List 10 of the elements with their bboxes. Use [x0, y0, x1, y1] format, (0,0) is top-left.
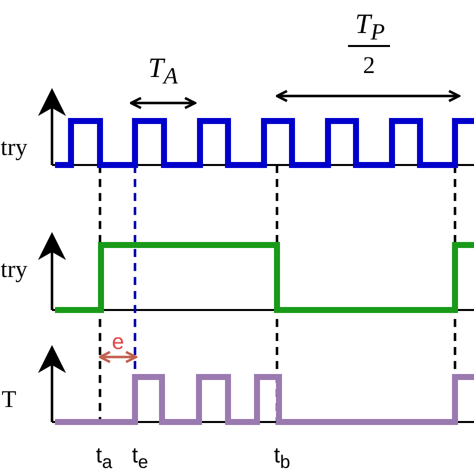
error-label: e — [112, 331, 124, 353]
signal-label: try — [0, 258, 28, 282]
time-label: t$_{e}$ — [132, 444, 148, 472]
period-label: T$_{P}$ — [355, 11, 385, 45]
fraction-denominator: 2 — [363, 54, 375, 78]
signal-label: try — [0, 136, 28, 160]
period-label: T$_{A}$ — [148, 55, 178, 89]
time-label: t$_{a}$ — [96, 444, 112, 472]
signal-label: T — [2, 388, 16, 412]
time-label: t$_{b}$ — [274, 444, 290, 472]
